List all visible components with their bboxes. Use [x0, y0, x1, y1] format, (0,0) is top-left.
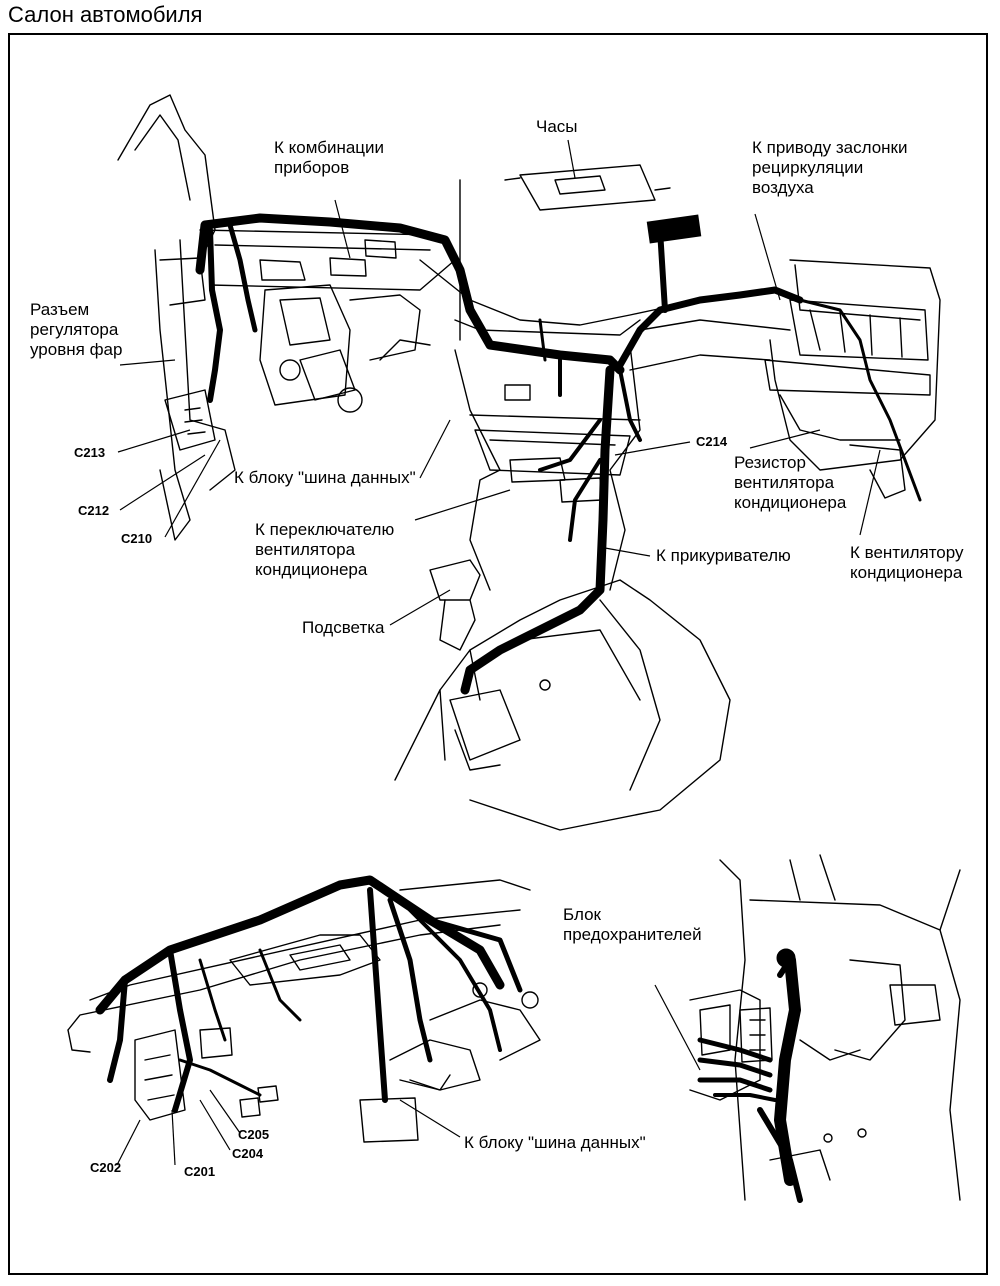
floor-tunnel: [394, 559, 731, 831]
harness-bottom-right: [697, 948, 803, 1203]
connector-c204: C204: [232, 1146, 264, 1161]
center-console: [454, 319, 641, 591]
bottom-right-detail: [689, 854, 961, 1201]
harness-top: [195, 213, 922, 695]
clock-unit: [504, 164, 671, 211]
clock-harness-tape: [646, 214, 702, 244]
label-ac-fan-switch: К переключателю вентилятора кондиционера: [255, 520, 395, 579]
label-cigarette-lighter: К прикуривателю: [656, 546, 791, 565]
leader-lines: [116, 139, 881, 1166]
label-fan-resistor: Резистор вентилятора кондиционера: [734, 453, 847, 512]
label-backlight: Подсветка: [302, 618, 385, 637]
cluster-connectors: [259, 284, 431, 413]
connector-c205: C205: [238, 1127, 270, 1142]
connector-c210: C210: [121, 531, 153, 546]
label-clock: Часы: [536, 117, 578, 136]
label-ac-fan: К вентилятору кондиционера: [850, 543, 964, 582]
connector-c212: C212: [78, 503, 110, 518]
label-fuse-block: Блок предохранителей: [563, 905, 702, 944]
page-title: Салон автомобиля: [8, 2, 203, 27]
connector-c202: C202: [90, 1160, 122, 1175]
bottom-left-detail: [67, 879, 541, 1143]
label-instrument-cluster: К комбинации приборов: [274, 138, 385, 177]
label-data-bus-bottom: К блоку "шина данных": [464, 1133, 646, 1152]
label-data-bus-top: К блоку "шина данных": [234, 468, 416, 487]
harness-bottom-left: [95, 875, 523, 1113]
label-headlamp-leveling: Разъем регулятора уровня фар: [30, 300, 123, 359]
hvac-unit: [629, 259, 941, 499]
connector-c201: C201: [184, 1164, 216, 1179]
diagram-frame: [8, 33, 988, 1275]
connector-c214: C214: [696, 434, 728, 449]
label-recirc-actuator: К приводу заслонки рециркуляции воздуха: [752, 138, 908, 197]
connector-c213: C213: [74, 445, 106, 460]
